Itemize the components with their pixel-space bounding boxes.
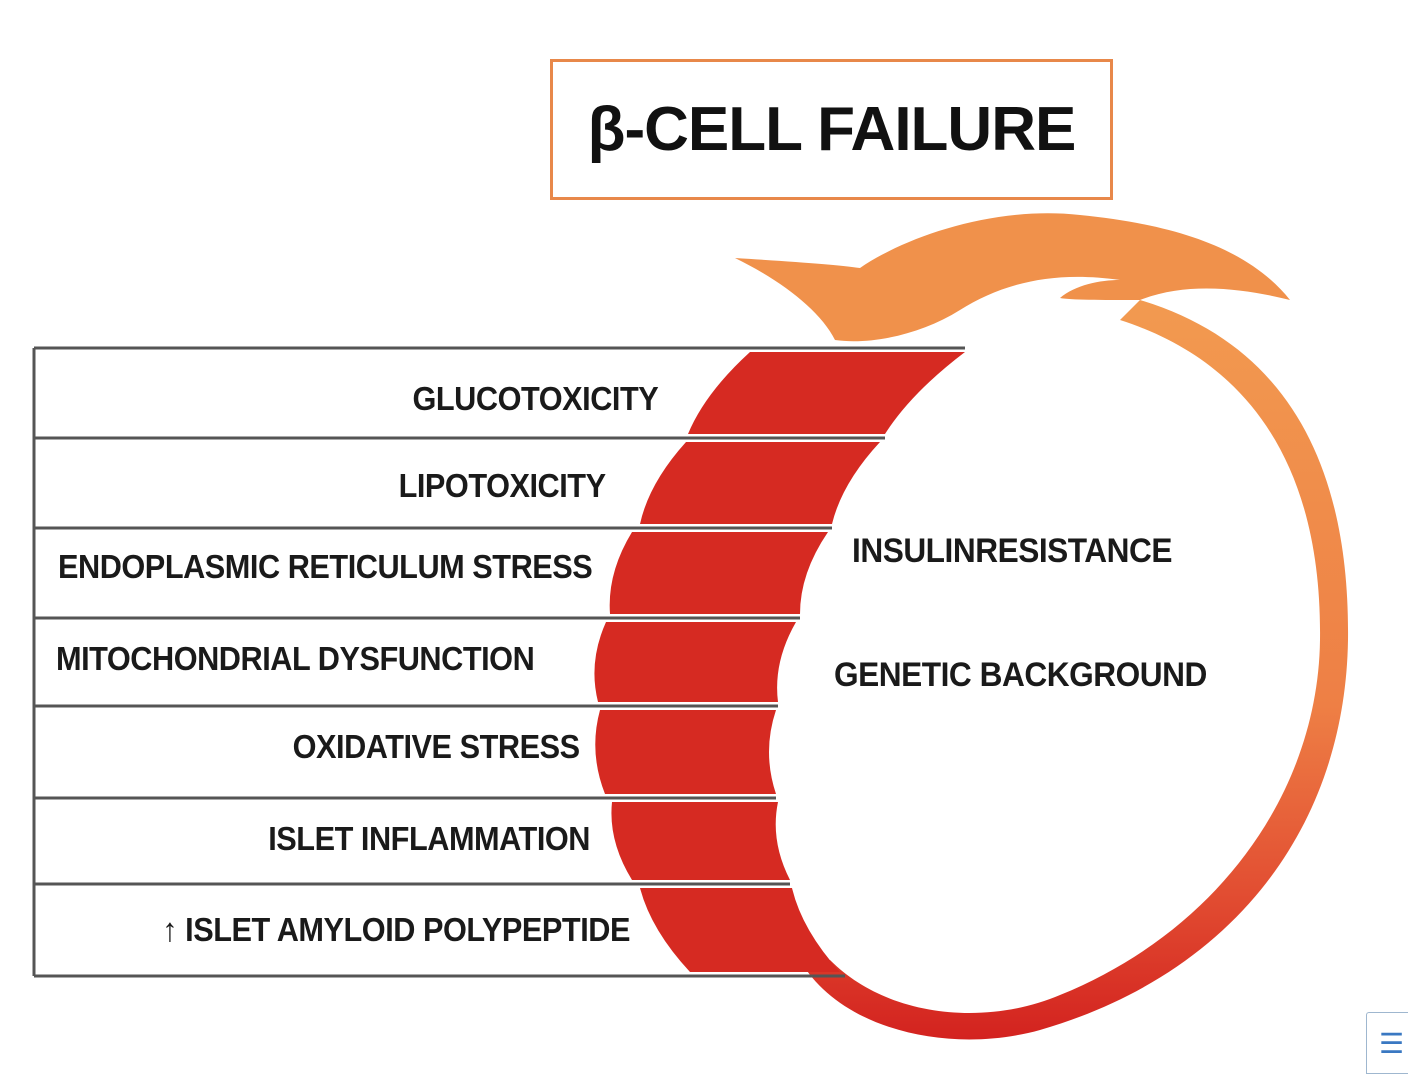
ring-block-mitochondrial <box>594 622 796 702</box>
arrow-head <box>735 213 1290 342</box>
factor-label-glucotoxicity: GLUCOTOXICITY <box>412 380 658 417</box>
ring-block-lipotoxicity <box>640 442 880 524</box>
ring-block-oxidative <box>595 710 776 794</box>
diagram-title: β-CELL FAILURE <box>587 95 1077 164</box>
factor-label-mitochondrial: MITOCHONDRIAL DYSFUNCTION <box>56 640 535 677</box>
insulin-resistance-label: INSULINRESISTANCE <box>852 532 1173 570</box>
factor-label-inflammation: ISLET INFLAMMATION <box>268 820 590 857</box>
factor-label-oxidative: OXIDATIVE STRESS <box>292 728 580 765</box>
ring-block-inflammation <box>611 802 790 880</box>
factor-label-amyloid: ↑ ISLET AMYLOID POLYPEPTIDE <box>162 911 630 948</box>
title-box: β-CELL FAILURE <box>550 59 1113 200</box>
factor-label-er-stress: ENDOPLASMIC RETICULUM STRESS <box>58 548 593 585</box>
playlist-button[interactable]: ☰ <box>1366 1012 1408 1074</box>
ring-blocks <box>594 352 965 972</box>
ring-block-glucotoxicity <box>688 352 965 434</box>
ring-block-amyloid <box>640 888 840 972</box>
circular-arrow <box>735 213 1349 1040</box>
factor-table <box>32 346 965 978</box>
playlist-icon: ☰ <box>1378 1027 1405 1059</box>
factor-label-lipotoxicity: LIPOTOXICITY <box>398 467 606 504</box>
genetic-background-label: GENETIC BACKGROUND <box>834 656 1207 694</box>
ring-block-er-stress <box>609 532 828 614</box>
